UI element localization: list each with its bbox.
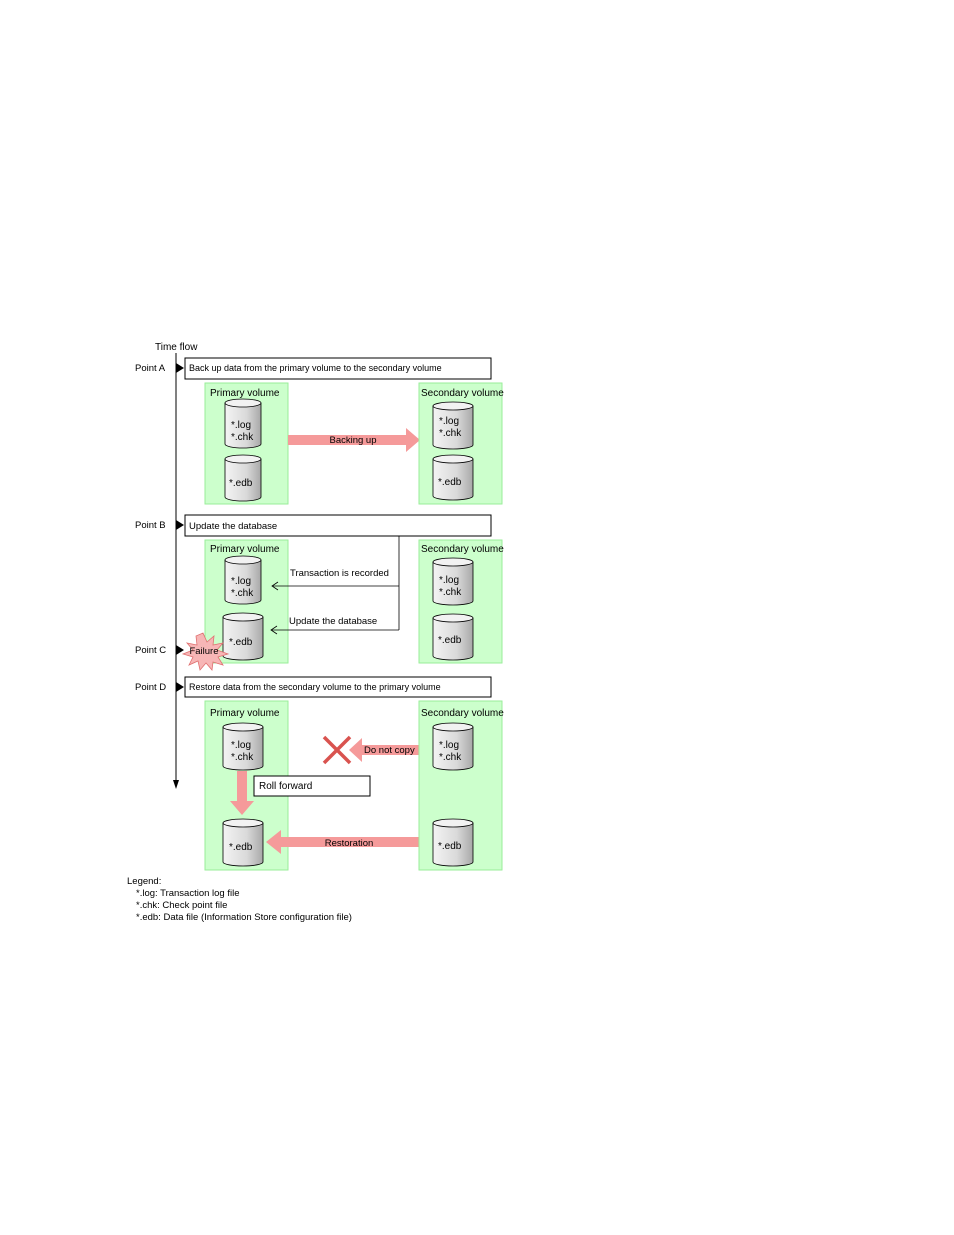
edb-cylinder: [432, 818, 474, 867]
point-c-marker: [176, 645, 184, 655]
time-flow-label: Time flow: [155, 342, 198, 353]
roll-forward-label: Roll forward: [259, 781, 312, 792]
chk-file-label: *.chk: [439, 752, 462, 763]
point-c: Point C Failure: [135, 632, 230, 671]
edb-cylinder: [222, 612, 264, 661]
point-a: Point A Back up data from the primary vo…: [135, 357, 504, 505]
point-b-marker: [176, 520, 184, 530]
log-chk-cylinder: [432, 722, 474, 771]
edb-cylinder: [432, 613, 474, 661]
log-chk-cylinder: [224, 398, 262, 449]
log-file-label: *.log: [231, 740, 251, 751]
backing-up-arrow: [288, 428, 420, 452]
legend-item-log: *.log: Transaction log file: [136, 888, 240, 899]
chk-file-label: *.chk: [439, 587, 462, 598]
point-a-box: [184, 357, 492, 380]
secondary-volume-d-label: Secondary volume: [421, 708, 504, 719]
edb-file-label: *.edb: [438, 841, 462, 852]
roll-forward-box: [253, 775, 371, 797]
edb-cylinder: [224, 454, 262, 502]
chk-file-label: *.chk: [231, 752, 254, 763]
log-file-label: *.log: [439, 416, 459, 427]
log-chk-cylinder: [222, 722, 264, 771]
point-d-marker: [176, 682, 184, 692]
edb-file-label: *.edb: [438, 635, 462, 646]
do-not-copy-arrow: [349, 738, 427, 762]
edb-file-label: *.edb: [229, 842, 253, 853]
chk-file-label: *.chk: [231, 588, 254, 599]
backing-up-label: Backing up: [329, 435, 376, 446]
legend-title: Legend:: [127, 876, 162, 887]
primary-volume-d-label: Primary volume: [210, 708, 280, 719]
point-b-text: Update the database: [189, 521, 277, 532]
edb-cylinder: [222, 818, 264, 867]
do-not-copy-label: Do not copy: [364, 745, 415, 756]
restoration-arrow: [266, 830, 427, 854]
secondary-volume-a-label: Secondary volume: [421, 388, 504, 399]
edb-cylinder: [432, 454, 474, 501]
legend-item-chk: *.chk: Check point file: [136, 900, 228, 911]
chk-file-label: *.chk: [231, 432, 254, 443]
roll-forward-arrow: [230, 771, 254, 815]
point-a-marker: [176, 363, 184, 373]
point-d-label: Point D: [135, 682, 166, 693]
point-b: Point B Update the database Primary volu…: [135, 514, 504, 664]
restoration-label: Restoration: [325, 838, 374, 849]
primary-volume-b-label: Primary volume: [210, 544, 280, 555]
legend-item-edb: *.edb: Data file (Information Store conf…: [136, 912, 352, 923]
point-b-label: Point B: [135, 520, 166, 531]
edb-file-label: *.edb: [229, 478, 253, 489]
log-file-label: *.log: [439, 740, 459, 751]
primary-volume-a-label: Primary volume: [210, 388, 280, 399]
edb-file-label: *.edb: [229, 637, 253, 648]
log-chk-cylinder: [432, 401, 474, 450]
log-chk-cylinder: [224, 555, 262, 605]
time-axis-arrowhead: [173, 780, 179, 789]
secondary-volume-b-label: Secondary volume: [421, 544, 504, 555]
point-a-label: Point A: [135, 363, 166, 374]
log-file-label: *.log: [231, 420, 251, 431]
transaction-arrowhead: [271, 581, 279, 591]
point-d-text: Restore data from the secondary volume t…: [189, 682, 441, 692]
cross-icon: [322, 735, 352, 765]
log-file-label: *.log: [231, 576, 251, 587]
failure-burst-icon: [181, 632, 230, 671]
log-chk-cylinder: [432, 557, 474, 606]
point-a-text: Back up data from the primary volume to …: [189, 363, 442, 373]
point-d-box: [184, 676, 492, 698]
edb-file-label: *.edb: [438, 477, 462, 488]
update-database-label: Update the database: [289, 616, 377, 627]
failure-label: Failure: [189, 646, 218, 657]
legend: Legend: *.log: Transaction log file *.ch…: [127, 876, 352, 924]
chk-file-label: *.chk: [439, 428, 462, 439]
point-c-label: Point C: [135, 645, 166, 656]
update-arrowhead: [270, 625, 278, 635]
log-file-label: *.log: [439, 575, 459, 586]
transaction-recorded-label: Transaction is recorded: [290, 568, 389, 579]
point-d: Point D Restore data from the secondary …: [135, 676, 504, 871]
point-b-box: [184, 514, 492, 537]
